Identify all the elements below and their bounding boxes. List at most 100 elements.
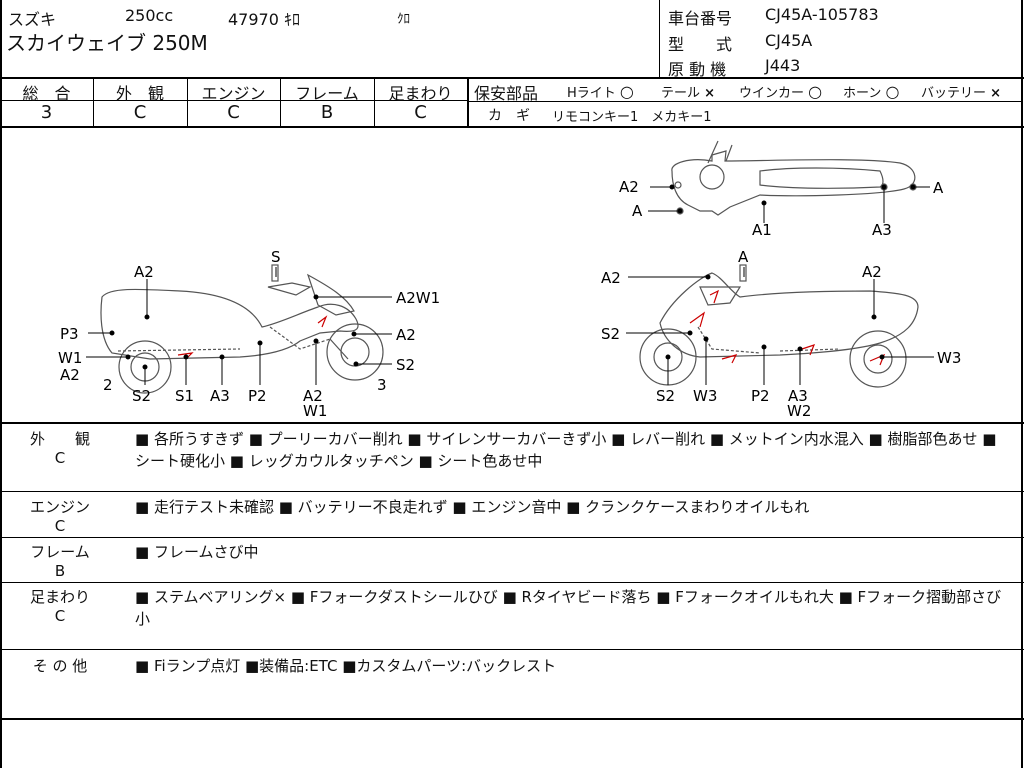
diag-label: S1	[175, 387, 194, 405]
diag-label: S	[271, 248, 281, 266]
section-text-suspension: ■ ステムベアリング× ■ Fフォークダストシールひび ■ Rタイヤビード落ち …	[135, 588, 1002, 628]
grade-value-engine: C	[227, 102, 240, 123]
section-title-frame: フレーム	[30, 543, 90, 561]
left-side-scooter	[100, 264, 384, 394]
engine-model-value: J443	[765, 56, 801, 75]
safety-parts-label: 保安部品	[474, 84, 539, 103]
grade-value-suspension: C	[414, 102, 427, 123]
diag-label: W3	[937, 349, 961, 367]
header-divider-v	[659, 0, 660, 78]
diag-label: S2	[601, 325, 620, 343]
section-rule-5	[0, 718, 1024, 720]
grade-value-frame: B	[320, 102, 334, 123]
section-rule-3	[0, 582, 1024, 583]
key-label: カ ギ	[488, 108, 530, 124]
section-title-exterior: 外 観	[29, 430, 90, 448]
grades-mid-rule	[0, 100, 467, 101]
safety-item-name: ウインカー	[739, 86, 805, 101]
section-rule-2	[0, 537, 1024, 538]
diag-label: W1	[58, 349, 82, 367]
diag-label: A2	[396, 326, 416, 344]
section-grade-exterior: C	[54, 449, 66, 467]
key-value: リモコンキー1 メカキー1	[552, 110, 712, 125]
diag-label: P2	[751, 387, 770, 405]
safety-mid-rule	[467, 101, 1023, 102]
safety-item-horn: ホーン ○	[843, 82, 899, 101]
grade-value-overall: 3	[40, 102, 53, 123]
safety-item-mark: ○	[885, 82, 900, 101]
grades-bottom-rule	[0, 126, 1024, 128]
section-title-suspension: 足まわり	[29, 588, 90, 606]
safety-item-winker: ウインカー ○	[739, 82, 822, 101]
safety-item-mark: ×	[990, 86, 1002, 101]
model-type-value: CJ45A	[765, 31, 813, 50]
mileage: 47970 ｷﾛ	[228, 10, 300, 29]
body-color: ｸﾛ	[397, 12, 410, 27]
diag-label: P3	[60, 325, 79, 343]
section-title-engine: エンジン	[29, 498, 90, 516]
model-type-label: 型 式	[668, 35, 733, 54]
diag-label: A3	[210, 387, 230, 405]
diag-label: W3	[693, 387, 717, 405]
diag-label: A2W1	[396, 289, 440, 307]
diag-label: S2	[656, 387, 675, 405]
diag-label: 2	[103, 376, 113, 394]
grade-value-exterior: C	[133, 102, 147, 123]
frame-number-value: CJ45A-105783	[765, 5, 879, 24]
grade-col-4	[374, 78, 375, 127]
leader-lines	[86, 184, 934, 385]
diag-label: A2	[619, 178, 639, 196]
section-text-engine: ■ 走行テスト未確認 ■ バッテリー不良走れず ■ エンジン音中 ■ クランクケ…	[135, 498, 810, 516]
section-grade-engine: C	[54, 517, 66, 535]
diag-label: S2	[396, 356, 415, 374]
diag-label: P2	[248, 387, 267, 405]
section-text-frame: ■ フレームさび中	[135, 543, 259, 561]
safety-item-name: ホーン	[843, 86, 882, 101]
outer-border-left	[0, 0, 2, 768]
safety-item-name: テール	[661, 86, 701, 101]
frame-number-label: 車台番号	[668, 9, 733, 28]
diag-label: A2	[303, 387, 323, 405]
diag-label: A3	[872, 221, 892, 239]
damage-diagram: A2 A A1 A3 A A2 S A2W1 P3 A2 W1 A2 S2 2 …	[58, 140, 961, 420]
safety-item-battery: バッテリー ×	[921, 82, 1001, 101]
diag-label: A	[933, 179, 944, 197]
safety-item-mark: ○	[808, 82, 823, 101]
grade-header-suspension: 足まわり	[388, 84, 453, 103]
diag-label: A1	[752, 221, 772, 239]
grade-col-3	[280, 78, 281, 127]
section-title-other: そ の 他	[32, 657, 88, 675]
diag-label: A	[738, 248, 749, 266]
diag-label: A2	[601, 269, 621, 287]
model-name: スカイウェイブ 250M	[6, 31, 208, 55]
grade-col-2	[187, 78, 188, 127]
diag-label: A2	[862, 263, 882, 281]
section-text-exterior: ■ 各所うすきず ■ プーリーカバー削れ ■ サイレンサーカバーきず小 ■ レバ…	[135, 430, 997, 470]
safety-item-headlight: Hライト ○	[567, 82, 634, 101]
diagram-bottom-rule	[0, 422, 1024, 424]
top-view-scooter	[671, 140, 917, 216]
diag-label: S2	[132, 387, 151, 405]
diag-label: 3	[377, 376, 387, 394]
grade-col-1	[93, 78, 94, 127]
grade-header-exterior: 外 観	[115, 84, 164, 103]
right-side-scooter	[639, 264, 919, 388]
diag-label: A2	[60, 366, 80, 384]
safety-item-mark: ×	[704, 86, 716, 101]
safety-item-name: Hライト	[567, 86, 616, 101]
section-rule-1	[0, 491, 1024, 492]
section-grade-frame: B	[54, 562, 66, 580]
header-bottom-rule	[0, 77, 1024, 79]
diag-label: A3	[788, 387, 808, 405]
section-rule-4	[0, 649, 1024, 650]
diag-label: W2	[787, 402, 811, 420]
section-text-other: ■ Fiランプ点灯 ■装備品:ETC ■カスタムパーツ:バックレスト	[135, 657, 557, 675]
maker-name: スズキ	[8, 10, 57, 29]
safety-item-tail: テール ×	[661, 82, 715, 101]
grade-header-overall: 総 合	[22, 84, 71, 103]
grade-col-5	[467, 78, 469, 127]
displacement: 250cc	[125, 6, 174, 25]
diag-label: A2	[134, 263, 154, 281]
engine-model-label: 原 動 機	[668, 60, 727, 79]
grade-header-engine: エンジン	[201, 84, 266, 103]
